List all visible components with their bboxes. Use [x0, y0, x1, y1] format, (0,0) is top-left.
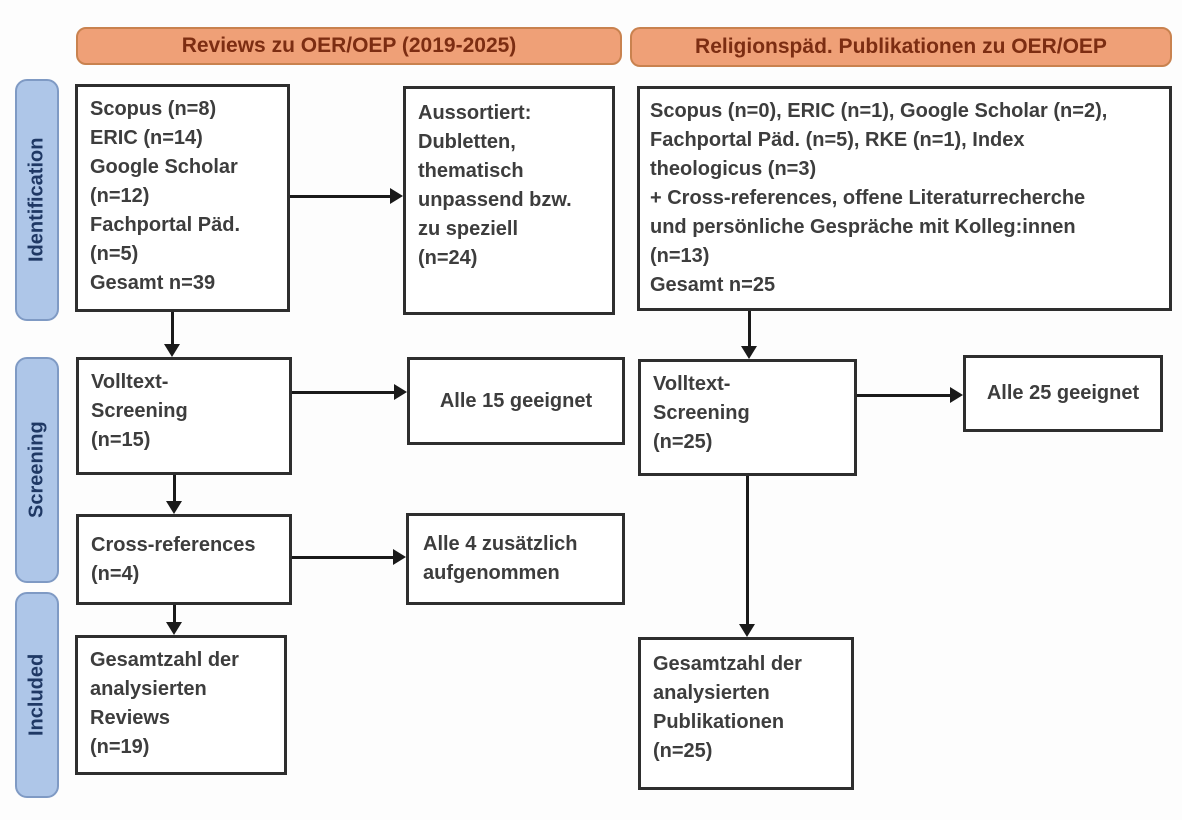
box-fulltext-screening-right: Volltext-Screening(n=25): [638, 359, 857, 476]
stage-label-included: Included: [15, 592, 59, 798]
box-fulltext-screening-left: Volltext-Screening(n=15): [76, 357, 292, 475]
box-eligible-left: Alle 15 geeignet: [407, 357, 625, 445]
box-sources-left: Scopus (n=8)ERIC (n=14)Google Scholar(n=…: [75, 84, 290, 312]
box-sources-right: Scopus (n=0), ERIC (n=1), Google Scholar…: [637, 86, 1172, 311]
box-crossref: Cross-references(n=4): [76, 514, 292, 605]
stage-label-identification: Identification: [15, 79, 59, 321]
column-header-reviews: Reviews zu OER/OEP (2019-2025): [76, 27, 622, 65]
column-header-religionspaed: Religionspäd. Publikationen zu OER/OEP: [630, 27, 1172, 67]
box-eligible-right: Alle 25 geeignet: [963, 355, 1163, 432]
stage-label-screening: Screening: [15, 357, 59, 583]
